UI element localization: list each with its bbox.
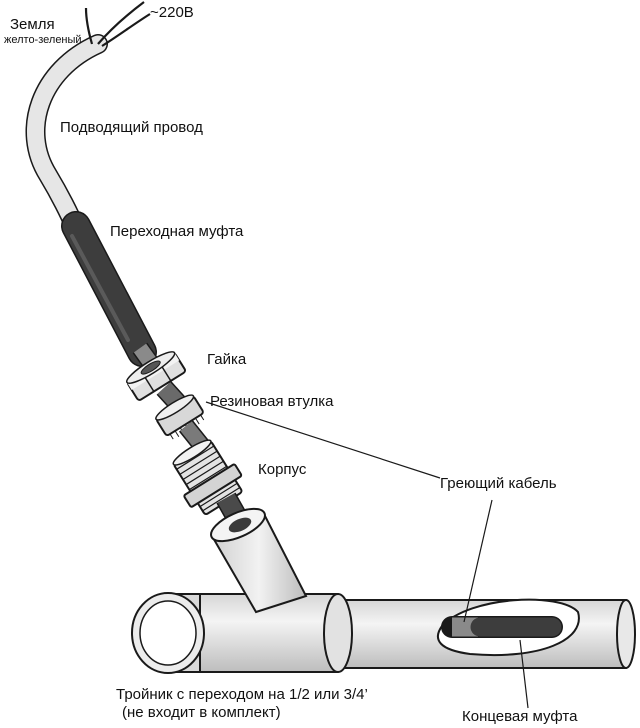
tee-branch: [210, 507, 308, 614]
leader-lines: [205, 401, 529, 709]
supply-wire: [25, 34, 108, 235]
label-voltage: ~220В: [150, 4, 194, 21]
label-ground-sub: желто-зеленый: [4, 34, 82, 46]
label-ground: Земля: [10, 16, 55, 33]
label-transition-coupling: Переходная муфта: [110, 223, 244, 240]
label-tee-line2: (не входит в комплект): [122, 704, 281, 721]
label-supply-wire: Подводящий провод: [60, 119, 203, 136]
housing: [172, 439, 243, 515]
rubber-bushing: [155, 394, 205, 440]
label-heating-cable: Греющий кабель: [440, 475, 557, 492]
transition-coupling: [61, 211, 157, 367]
label-end-coupling: Концевая муфта: [462, 708, 578, 725]
conductor-wires: [84, 1, 151, 47]
pipe-cutaway: [436, 598, 580, 656]
label-tee-line1: Тройник с переходом на 1/2 или 3/4’: [116, 686, 368, 703]
label-housing: Корпус: [258, 461, 307, 478]
nut: [125, 351, 186, 401]
label-nut: Гайка: [207, 351, 247, 368]
tee-pipe: [131, 592, 636, 674]
label-rubber-bushing: Резиновая втулка: [210, 393, 334, 410]
